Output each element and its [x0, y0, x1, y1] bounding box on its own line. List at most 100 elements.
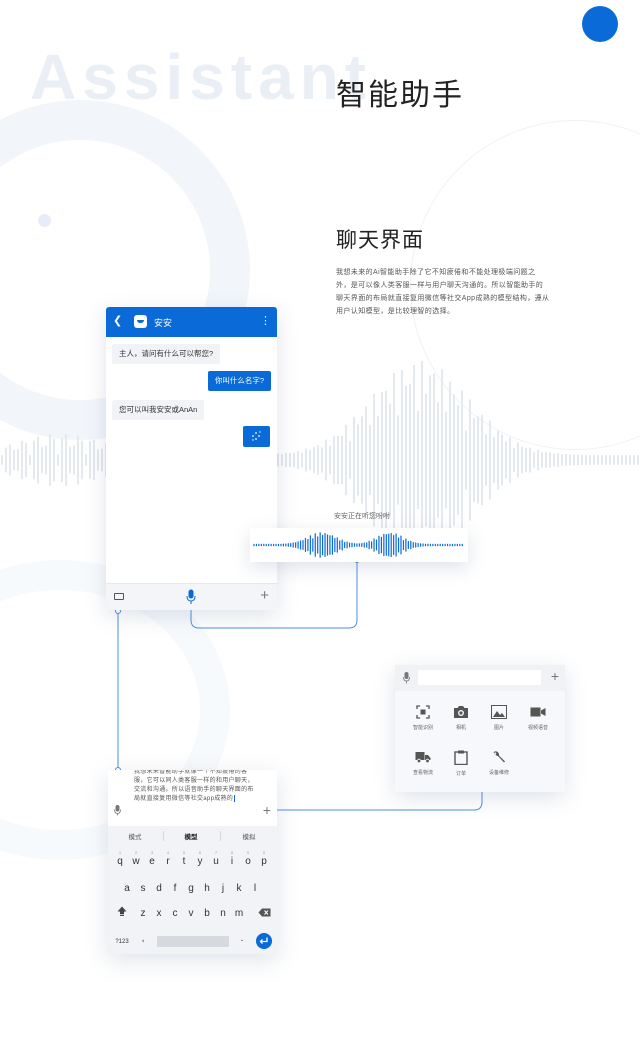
feature-label: 相机 — [455, 725, 466, 731]
section-description: 我想未来的Ai智能助手除了它不知疲倦和不能处理极端问题之外，是可以像人类客服一样… — [336, 269, 550, 315]
section-title: 聊天界面 — [336, 229, 424, 252]
plus-icon[interactable]: + — [260, 587, 269, 604]
feature-orders[interactable]: 订单 — [443, 750, 479, 777]
truck-icon — [415, 752, 431, 764]
key-s[interactable]: s — [140, 883, 146, 894]
key-n[interactable]: n — [220, 908, 226, 919]
chat-input-toolbar: + — [106, 583, 277, 610]
feature-logistics[interactable]: 查看物流 — [405, 750, 441, 776]
feature-video-voice[interactable]: 视频语音 — [520, 705, 556, 731]
key-g[interactable]: g — [188, 883, 194, 894]
more-vertical-icon[interactable]: ⋮ — [260, 315, 271, 327]
microphone-icon[interactable] — [186, 589, 196, 605]
suggestion-divider — [220, 831, 221, 841]
key-x[interactable]: x — [156, 908, 162, 919]
key-c[interactable]: c — [172, 908, 178, 919]
voice-waveform — [253, 532, 463, 558]
voice-wave-icon — [252, 431, 261, 441]
page-title: 智能助手 — [336, 79, 464, 112]
space-key[interactable] — [157, 936, 229, 947]
plus-icon[interactable]: + — [550, 668, 559, 684]
video-icon — [530, 707, 546, 717]
key-digit-hint: 9 — [246, 850, 250, 855]
accent-dot — [582, 6, 618, 42]
plus-icon[interactable]: + — [262, 802, 271, 818]
key-b[interactable]: b — [204, 908, 210, 919]
comma-key[interactable]: , — [141, 933, 145, 944]
bot-avatar — [134, 315, 147, 328]
chat-header: ❮ 安安 ⋮ — [106, 307, 277, 337]
message-bubble-user: 你叫什么名字? — [207, 371, 271, 391]
key-digit-hint: 7 — [214, 850, 218, 855]
key-h[interactable]: h — [204, 883, 210, 894]
feature-label: 图片 — [493, 725, 504, 731]
more-features-panel: + 智能识别 相机 图片 — [395, 665, 565, 792]
feature-image[interactable]: 图片 — [481, 705, 517, 731]
message-bubble-bot: 您可以叫我安安或AnAn — [112, 400, 205, 420]
message-bubble-bot: 主人，请问有什么可以帮您? — [112, 344, 221, 364]
suggestion-item[interactable]: 模式 — [128, 834, 142, 841]
chat-screen: ❮ 安安 ⋮ 主人，请问有什么可以帮您? 你叫什么名字? 您可以叫我安安或AnA… — [106, 307, 277, 610]
bot-name: 安安 — [154, 318, 173, 328]
shift-icon[interactable] — [117, 906, 127, 916]
key-v[interactable]: v — [188, 908, 194, 919]
suggestion-divider — [163, 831, 164, 841]
message-input-field[interactable]: 我想未来智能助手就像一个不知疲倦的客服，它可以同人类客服一样的和用户聊天，交流和… — [134, 770, 256, 817]
key-f[interactable]: f — [173, 883, 177, 894]
feature-label: 订单 — [455, 771, 466, 777]
key-digit-hint: 2 — [134, 850, 138, 855]
microphone-icon[interactable] — [403, 672, 410, 684]
keyboard-screen: 我想未来智能助手就像一个不知疲倦的客服，它可以同人类客服一样的和用户聊天，交流和… — [108, 770, 277, 954]
key-l[interactable]: l — [253, 883, 257, 894]
enter-arrow-icon — [259, 937, 268, 944]
key-j[interactable]: j — [221, 883, 225, 894]
enter-key[interactable] — [256, 933, 272, 949]
key-digit-hint: 6 — [198, 850, 202, 855]
feature-camera[interactable]: 相机 — [443, 705, 479, 731]
key-digit-hint: 5 — [182, 850, 186, 855]
suggestion-item[interactable]: 模型 — [184, 834, 198, 841]
key-digit-hint: 3 — [150, 850, 154, 855]
key-m[interactable]: m — [234, 908, 244, 919]
key-z[interactable]: z — [140, 908, 146, 919]
key-a[interactable]: a — [124, 883, 130, 894]
wrench-icon — [493, 751, 505, 763]
key-digit-hint: 1 — [118, 850, 122, 855]
key-d[interactable]: d — [156, 883, 162, 894]
camera-icon — [454, 706, 468, 718]
feature-label: 智能识别 — [412, 725, 433, 731]
more-panel-text-input[interactable] — [418, 670, 541, 685]
feature-label: 设备维修 — [488, 770, 509, 776]
key-digit-hint: 4 — [166, 850, 170, 855]
numbers-key[interactable]: ?123 — [115, 939, 129, 945]
feature-label: 视频语音 — [527, 725, 548, 731]
microphone-icon[interactable] — [114, 805, 121, 816]
period-key[interactable]: . — [240, 933, 244, 944]
voice-message-bubble[interactable] — [243, 426, 270, 447]
chevron-left-icon[interactable]: ❮ — [113, 315, 123, 327]
suggestion-item[interactable]: 模拟 — [242, 834, 256, 841]
image-icon — [491, 705, 507, 719]
background-dot — [38, 214, 51, 227]
keyboard-icon[interactable] — [114, 593, 124, 600]
voice-status-label: 安安正在听您吩咐 — [334, 513, 390, 520]
voice-recording-panel — [250, 528, 468, 562]
feature-repair[interactable]: 设备维修 — [481, 750, 517, 776]
feature-smart-scan[interactable]: 智能识别 — [405, 705, 441, 731]
key-k[interactable]: k — [236, 883, 242, 894]
key-digit-hint: 8 — [230, 850, 234, 855]
more-panel-input-bar: + — [395, 665, 565, 691]
backspace-icon[interactable] — [258, 908, 271, 917]
